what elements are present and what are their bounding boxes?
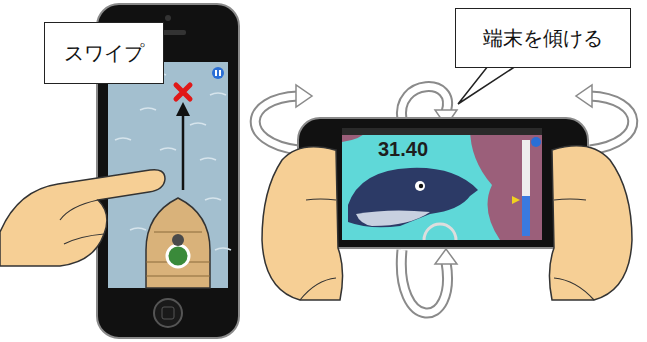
rotation-arrow — [576, 85, 592, 107]
pointing-hand — [0, 170, 165, 266]
game-screen — [348, 168, 478, 227]
speech-callout: 端末を傾ける — [455, 8, 631, 68]
timer-readout: 31.40 — [378, 138, 428, 161]
rotation-arrow — [435, 249, 457, 264]
phone-body — [162, 307, 174, 319]
speech-callout: スワイプ — [44, 22, 164, 84]
target-mark — [176, 85, 190, 99]
holding-hand — [549, 146, 632, 300]
holding-hand — [554, 199, 594, 300]
sea-screen — [219, 70, 221, 76]
rotation-arrow — [296, 85, 312, 107]
phone-body — [165, 15, 171, 21]
rotation-arrow — [255, 96, 298, 150]
callout-text: スワイプ — [64, 40, 144, 67]
rotation-arrow — [255, 96, 298, 150]
game-screen — [522, 140, 530, 236]
game-screen — [342, 128, 542, 135]
game-screen — [522, 196, 530, 236]
sea-screen — [212, 67, 224, 79]
callout-text: 端末を傾ける — [483, 25, 603, 52]
game-screen — [356, 210, 430, 226]
sea-screen — [215, 70, 217, 76]
rotation-arrow — [590, 96, 633, 150]
swipe-arrow — [176, 102, 190, 116]
swipe-arrow — [182, 112, 185, 190]
phone-body — [298, 118, 588, 248]
game-screen — [342, 128, 542, 240]
holding-hand — [262, 147, 343, 300]
pointing-hand — [0, 170, 165, 266]
game-screen — [342, 128, 542, 240]
game-screen — [424, 224, 456, 240]
callout-tail — [458, 66, 516, 104]
phone-body — [154, 299, 182, 327]
game-screen — [419, 184, 423, 188]
holding-hand — [300, 199, 336, 300]
boat — [172, 234, 184, 246]
phone-body — [298, 118, 588, 248]
pointing-hand — [60, 200, 104, 244]
boat — [146, 198, 210, 288]
game-screen — [415, 181, 425, 191]
boat — [146, 198, 210, 288]
swipe-arrow — [176, 102, 190, 190]
holding-hand — [262, 146, 632, 300]
rotation-arrow — [590, 96, 633, 150]
boat — [167, 245, 189, 267]
game-screen — [512, 196, 520, 204]
target-mark — [176, 85, 190, 99]
game-screen — [531, 137, 541, 147]
rotation-arrow — [255, 85, 633, 313]
game-screen — [470, 128, 542, 240]
boat — [146, 232, 210, 276]
